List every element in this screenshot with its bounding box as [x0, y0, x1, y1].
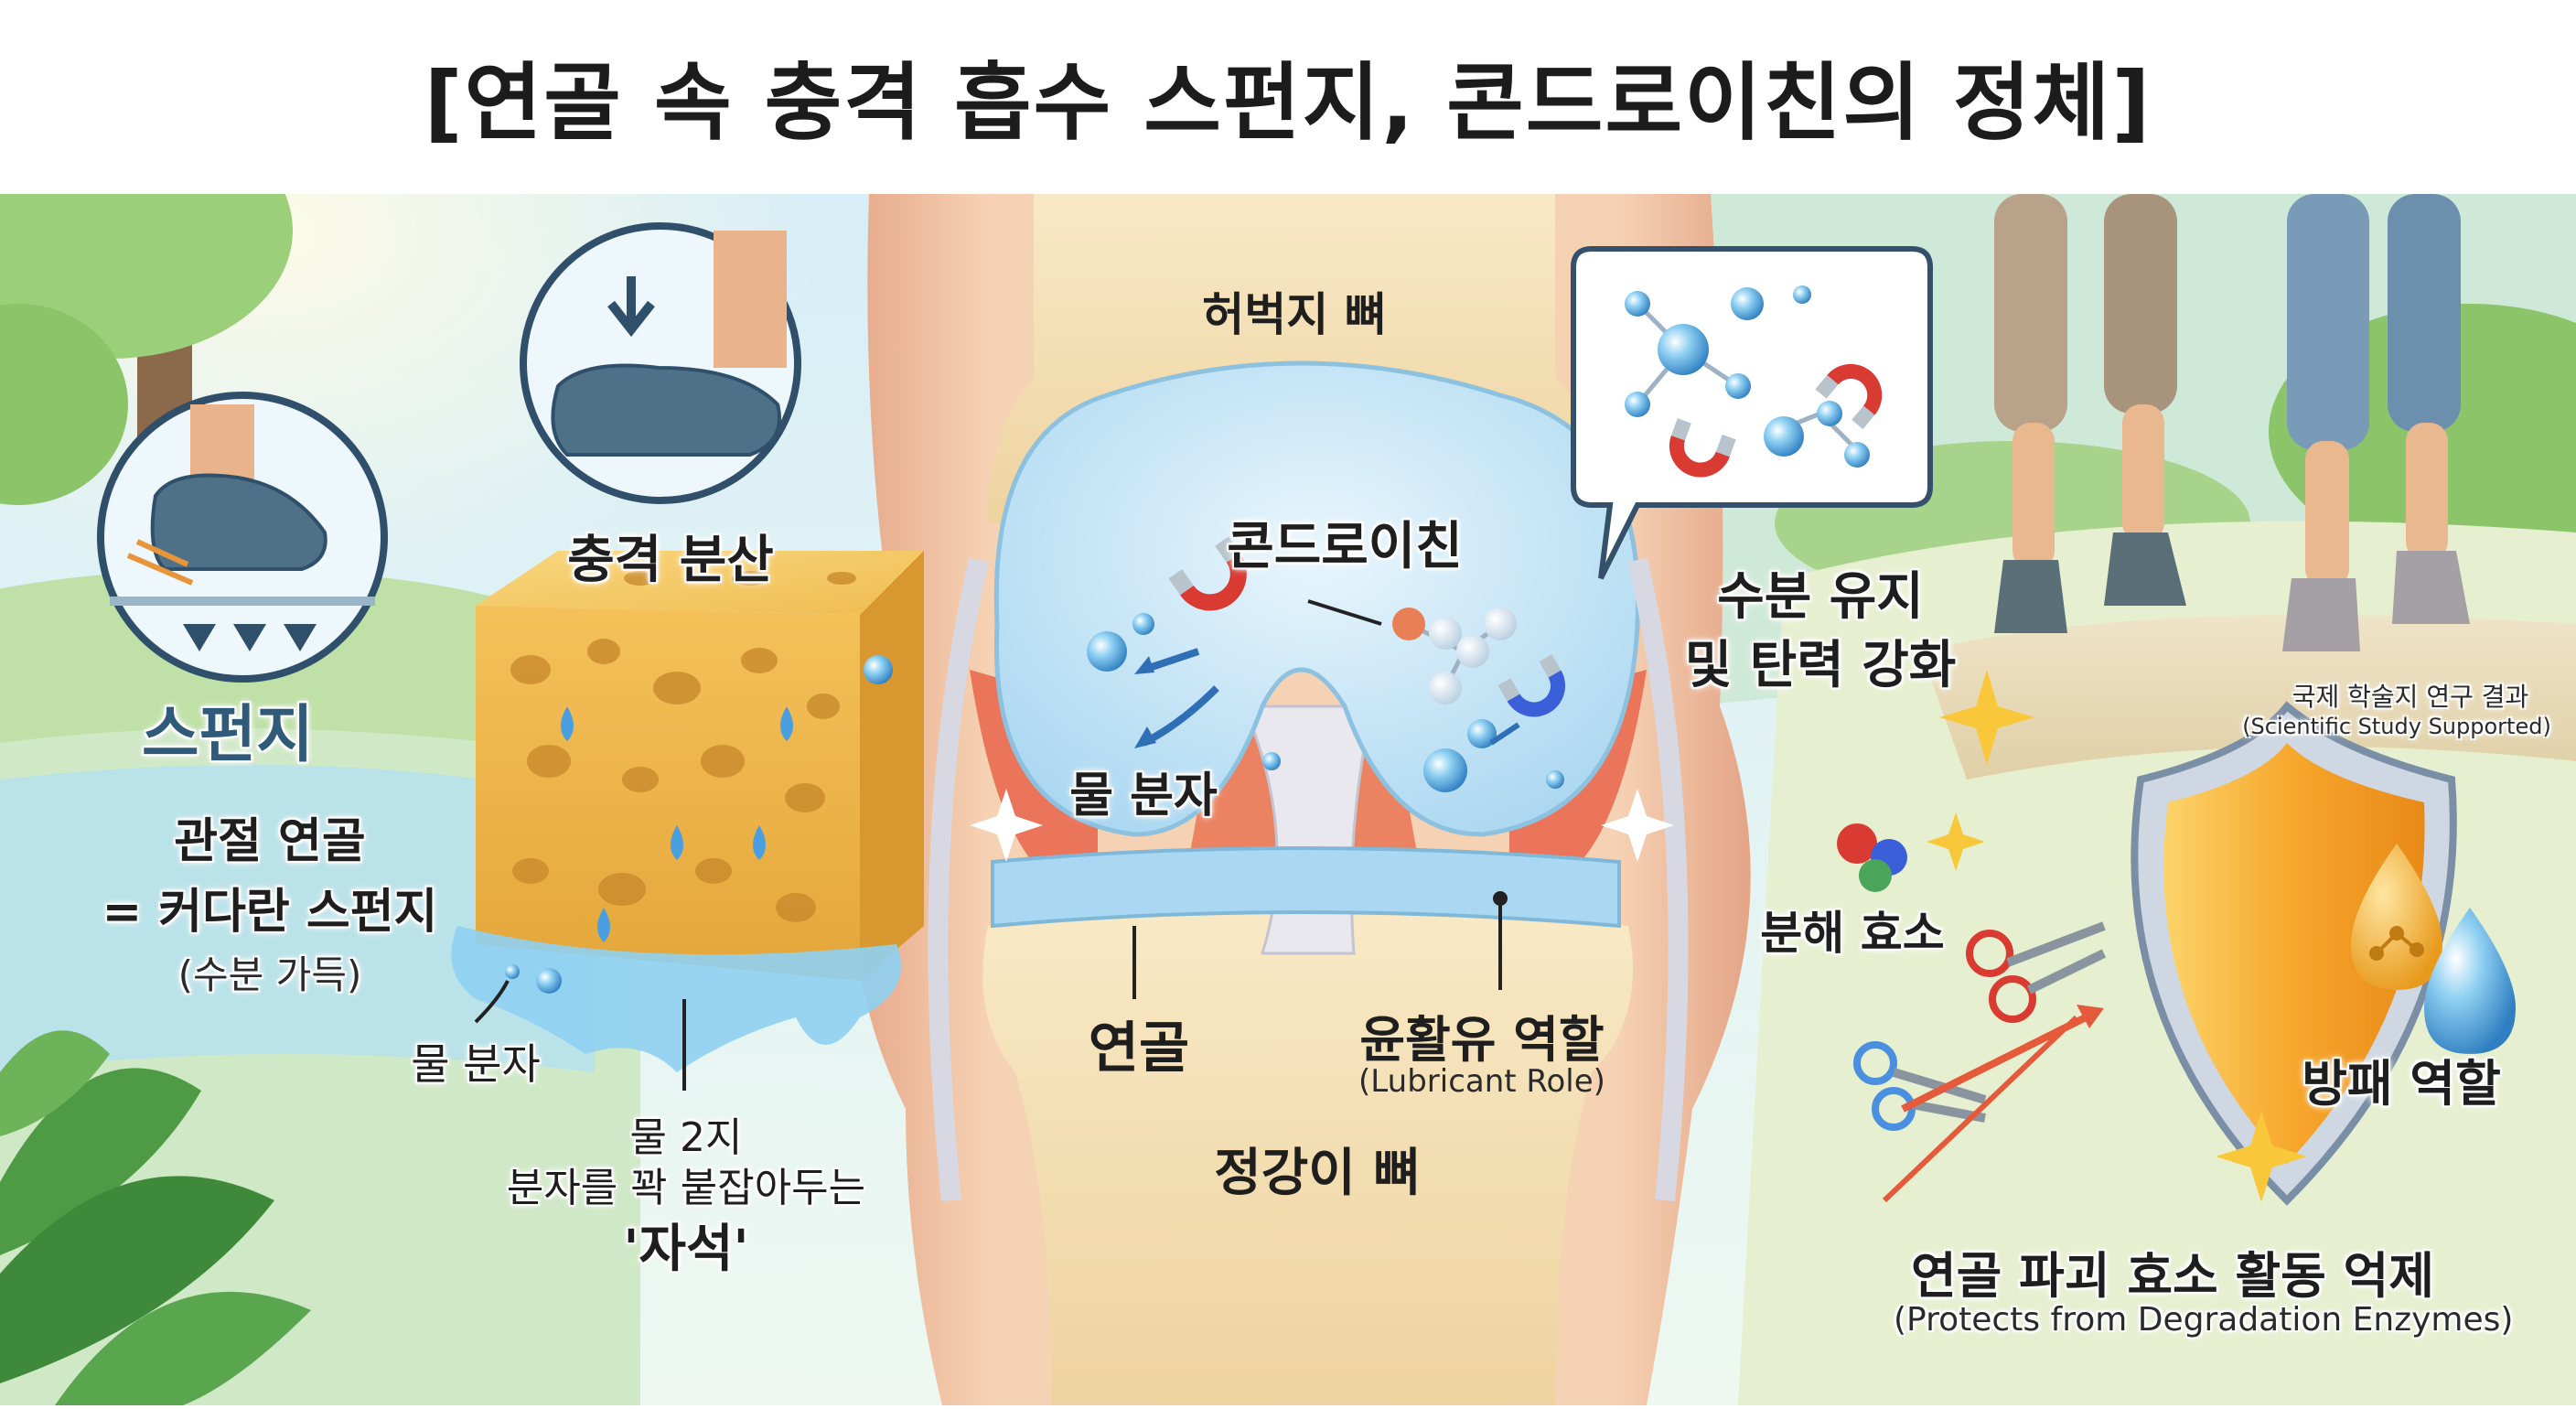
magnet-line3: '자석' [623, 1220, 749, 1279]
chondroitin-label: 콘드로이친 [1227, 517, 1463, 576]
water-molecule-icon [505, 964, 520, 979]
tibia-label: 정강이 뼈 [1214, 1144, 1421, 1203]
moisture-line2: 및 탄력 강화 [1684, 636, 1957, 695]
water-molecule-icon [864, 655, 893, 684]
left-lake [0, 765, 595, 1072]
sponge-front [476, 606, 860, 981]
chondroitin-pointer [1307, 599, 1382, 626]
flow-arrow-head [1134, 656, 1154, 674]
sparkle-icon [2216, 1111, 2307, 1202]
water-molecule-icon [1546, 770, 1564, 789]
water-molecules-cartilage [1087, 613, 1564, 792]
flow-arrow [1142, 648, 1200, 673]
walking-path [1921, 615, 2576, 780]
knee-anatomy [855, 194, 1751, 1405]
molecule-speech-bubble [1571, 246, 1933, 580]
water-molecule-label-left: 물 분자 [411, 1039, 541, 1089]
sponge-holes [510, 571, 856, 922]
sparkle-icon [1601, 789, 1674, 862]
shield-icon [2131, 701, 2457, 1206]
water-molecule-pointer [474, 980, 510, 1024]
scissors-icon [1966, 921, 2107, 1023]
shoe-impact-circle-top [520, 222, 801, 504]
water-full-label: (수분 가득) [177, 952, 362, 997]
molecule-icon [2369, 926, 2424, 961]
side-ligament-left [928, 557, 989, 1202]
water-puddle [451, 926, 901, 1072]
sponge-side [860, 551, 924, 981]
enzyme-attack-arrowhead [2077, 1005, 2104, 1028]
motion-lines [126, 539, 194, 586]
down-arrow-icon [233, 624, 266, 651]
scene-svg [0, 102, 2576, 1405]
enzyme-attack-arrow [1882, 1015, 2079, 1203]
inhibit-sub-label: (Protects from Degradation Enzymes) [1894, 1301, 2514, 1339]
sparkle-icon [970, 789, 1043, 862]
water-molecule-icon [536, 968, 562, 994]
enzyme-molecule-icon [1837, 823, 1907, 892]
flow-arrow-head [1134, 726, 1156, 748]
molecule-icon [1392, 608, 1517, 704]
illustration-scene: 스펀지 관절 연골 = 커다란 스펀지 (수분 가득) 충격 분산 물 분자 물… [0, 102, 2576, 1405]
page-title: [연골 속 충격 흡수 스펀지, 콘드로이친의 정체] [424, 54, 2152, 152]
study-line2: (Scientific Study Supported) [2242, 714, 2551, 739]
femur-label: 허벅지 뼈 [1202, 288, 1387, 341]
tibia-bone [982, 908, 1633, 1405]
sponge-heading: 스펀지 [142, 699, 314, 771]
sparkle-icon [1939, 670, 2034, 765]
title-bar: [연골 속 충격 흡수 스펀지, 콘드로이친의 정체] [0, 0, 2576, 192]
drop-icon [561, 706, 793, 942]
water-molecule-label-center: 물 분자 [1069, 769, 1218, 823]
water-molecule-icon [1467, 719, 1497, 748]
enzyme-label: 분해 효소 [1760, 907, 1945, 960]
cartilage-label: 연골 [1088, 1016, 1190, 1081]
foliage-left [0, 1030, 311, 1405]
shoe-icon [551, 363, 781, 457]
lubricant-label: 윤활유 역할 [1359, 1011, 1605, 1069]
lubricant-sub-label: (Lubricant Role) [1358, 1063, 1605, 1100]
lubricant-pointer-dot [1493, 891, 1508, 906]
water-molecule-icon [1087, 631, 1127, 672]
sparkle-icon [1927, 812, 1985, 871]
walking-people [1994, 194, 2470, 651]
sponge-top [476, 551, 924, 615]
magnet-icon [1669, 418, 1736, 478]
joint-cartilage-label: 관절 연골 [174, 814, 366, 869]
water-molecule-icon [1132, 613, 1154, 635]
inhibit-label: 연골 파괴 효소 활동 억제 [1911, 1247, 2434, 1305]
defense-label: 방패 역할 [2302, 1055, 2501, 1113]
water-molecule-icon [1262, 752, 1281, 770]
magnet-icon [1168, 536, 1247, 611]
moisture-line1: 수분 유지 [1717, 567, 1924, 627]
shoe-impact-circle-left [97, 392, 388, 683]
shoe-icon [150, 473, 327, 571]
magnet-line1: 물 2지 [629, 1114, 743, 1161]
magnet-icon [1497, 654, 1565, 717]
flow-arrow [1489, 722, 1520, 746]
down-arrow-icon [284, 624, 317, 651]
down-arrow-icon [607, 276, 655, 338]
down-arrow-icon [183, 624, 216, 651]
shock-dispersion-label: 충격 분산 [567, 531, 774, 590]
drop-icon [2424, 908, 2516, 1054]
magnet-icon [1815, 363, 1883, 430]
water-molecule-icon [1423, 748, 1467, 792]
big-sponge-label: = 커다란 스펀지 [102, 885, 438, 940]
magnet-line2: 분자를 꽉 붙잡아두는 [506, 1165, 866, 1211]
side-ligament-right [1627, 557, 1689, 1202]
enzyme-attack-arrow [1901, 1014, 2088, 1113]
sponge-cube [451, 551, 924, 1072]
cartilage-condyle [993, 360, 1641, 837]
meniscus-cartilage [991, 846, 1621, 929]
study-line1: 국제 학술지 연구 결과 [2292, 682, 2529, 712]
tree-bush [0, 304, 128, 505]
